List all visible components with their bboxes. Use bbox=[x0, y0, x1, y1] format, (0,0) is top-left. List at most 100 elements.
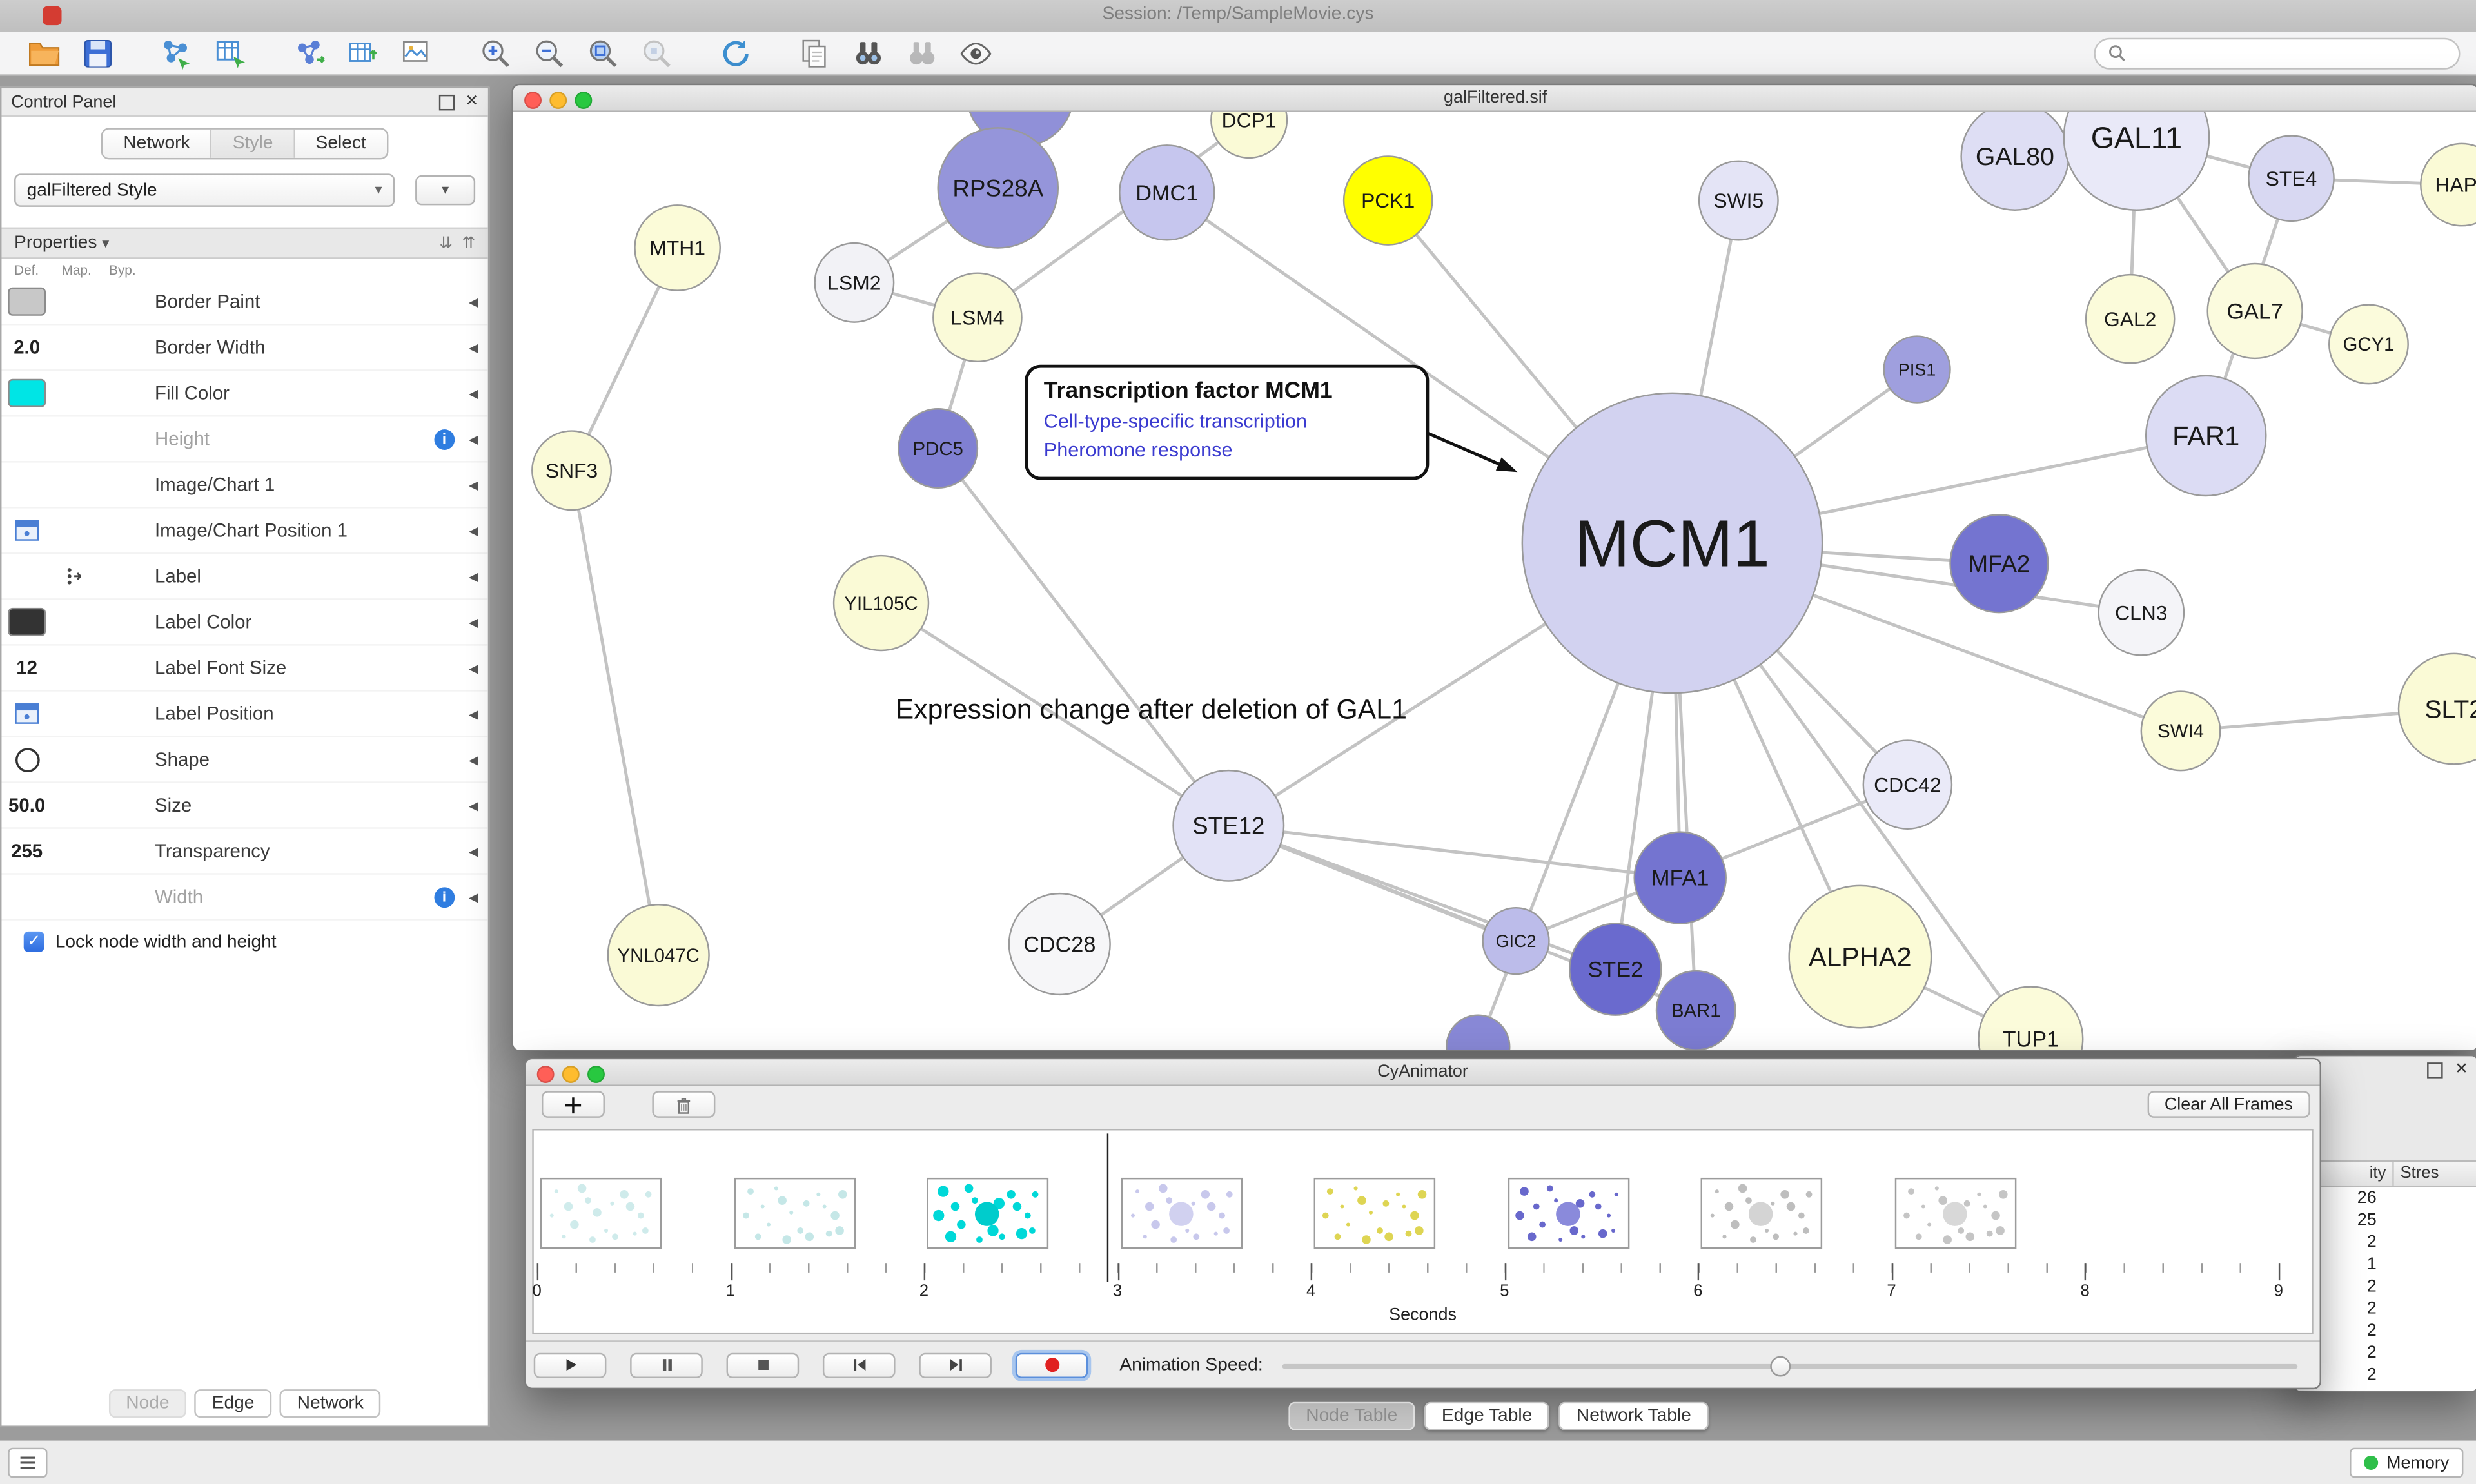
property-row-shape[interactable]: Shape◀ bbox=[1, 737, 488, 783]
export-image-icon[interactable] bbox=[398, 34, 436, 72]
play-button[interactable] bbox=[533, 1352, 607, 1378]
frame-thumbnail-6[interactable] bbox=[1508, 1177, 1629, 1249]
expand-row-icon[interactable]: ◀ bbox=[468, 523, 479, 538]
default-cell[interactable] bbox=[1, 378, 52, 407]
hide-selected-icon[interactable] bbox=[903, 34, 941, 72]
paste-icon[interactable] bbox=[796, 34, 834, 72]
network-node-swi5[interactable] bbox=[1698, 160, 1779, 241]
network-node-gcy1[interactable] bbox=[2328, 304, 2409, 385]
network-node-cdc28[interactable] bbox=[1008, 892, 1111, 996]
property-row-fill-color[interactable]: Fill Color◀ bbox=[1, 371, 488, 417]
frame-thumbnail-1[interactable] bbox=[540, 1177, 662, 1249]
network-edge[interactable] bbox=[880, 601, 1230, 827]
results-column-ity[interactable]: ity bbox=[2294, 1162, 2394, 1186]
default-cell[interactable]: 2.0 bbox=[1, 337, 52, 358]
results-row[interactable]: 2 bbox=[2294, 1231, 2476, 1253]
skip-end-button[interactable] bbox=[919, 1352, 992, 1378]
tab-select[interactable]: Select bbox=[295, 129, 387, 158]
frame-thumbnail-2[interactable] bbox=[733, 1177, 856, 1249]
network-node-slt2[interactable] bbox=[2397, 652, 2476, 765]
annotation-link[interactable]: Pheromone response bbox=[1043, 438, 1233, 461]
results-row[interactable]: 2 bbox=[2294, 1276, 2476, 1298]
cyanimator-titlebar[interactable]: CyAnimator bbox=[526, 1059, 2320, 1086]
network-node-alpha2[interactable] bbox=[1788, 884, 1932, 1029]
info-icon[interactable]: i bbox=[434, 886, 455, 907]
memory-button[interactable]: Memory bbox=[2350, 1447, 2464, 1478]
expand-row-icon[interactable]: ◀ bbox=[468, 386, 479, 400]
search-box[interactable] bbox=[2094, 37, 2461, 70]
clear-all-frames-button[interactable]: Clear All Frames bbox=[2147, 1091, 2310, 1118]
results-row[interactable]: 2 bbox=[2294, 1364, 2476, 1386]
frame-thumbnail-3[interactable] bbox=[927, 1177, 1049, 1249]
zoom-fit-icon[interactable] bbox=[584, 34, 622, 72]
skip-start-button[interactable] bbox=[822, 1352, 896, 1378]
frame-thumbnail-8[interactable] bbox=[1894, 1177, 2016, 1249]
results-row[interactable]: 2 bbox=[2294, 1298, 2476, 1320]
frame-thumbnail-4[interactable] bbox=[1120, 1177, 1243, 1249]
color-swatch[interactable] bbox=[8, 607, 46, 636]
property-row-border-paint[interactable]: Border Paint◀ bbox=[1, 279, 488, 326]
refresh-icon[interactable] bbox=[717, 34, 755, 72]
expand-row-icon[interactable]: ◀ bbox=[468, 660, 479, 675]
expand-row-icon[interactable]: ◀ bbox=[468, 706, 479, 721]
tab-style[interactable]: Style bbox=[211, 129, 295, 158]
network-node-yil105c[interactable] bbox=[832, 554, 930, 652]
color-swatch[interactable] bbox=[8, 287, 46, 316]
network-node-mfa2[interactable] bbox=[1949, 514, 2049, 614]
default-cell[interactable]: 50.0 bbox=[1, 794, 52, 816]
network-node-mcm1[interactable] bbox=[1521, 392, 1823, 694]
results-row[interactable]: 2 bbox=[2294, 1320, 2476, 1342]
properties-header[interactable]: Properties ▾ ⇊ ⇈ bbox=[1, 227, 488, 259]
panel-float-icon[interactable] bbox=[438, 93, 455, 110]
network-node-cln3[interactable] bbox=[2098, 569, 2185, 656]
window-minimize-button[interactable] bbox=[549, 92, 567, 109]
expand-row-icon[interactable]: ◀ bbox=[468, 294, 479, 309]
network-node-rps28a[interactable] bbox=[937, 127, 1059, 249]
expand-all-icon[interactable]: ⇈ bbox=[462, 234, 476, 252]
tab-network[interactable]: Network bbox=[103, 129, 212, 158]
panel-close-icon[interactable]: ✕ bbox=[2455, 1060, 2468, 1079]
playhead[interactable] bbox=[1106, 1133, 1109, 1282]
network-node-mfa1[interactable] bbox=[1633, 831, 1727, 924]
record-button[interactable] bbox=[1015, 1352, 1088, 1378]
expand-row-icon[interactable]: ◀ bbox=[468, 477, 479, 492]
window-minimize-button[interactable] bbox=[562, 1066, 580, 1084]
panel-toggle-button[interactable] bbox=[8, 1447, 48, 1478]
search-input[interactable] bbox=[2135, 43, 2446, 65]
collapse-all-icon[interactable]: ⇊ bbox=[439, 234, 453, 252]
results-column-stres[interactable]: Stres bbox=[2394, 1162, 2476, 1186]
network-edge[interactable] bbox=[570, 470, 660, 956]
animation-speed-slider[interactable] bbox=[1282, 1352, 2298, 1378]
style-selector[interactable]: galFiltered Style ▾ bbox=[14, 173, 395, 207]
default-cell[interactable] bbox=[1, 607, 52, 636]
network-node-hap4[interactable] bbox=[2420, 142, 2476, 227]
network-edge[interactable] bbox=[1228, 824, 1680, 880]
tab-node-table[interactable]: Node Table bbox=[1288, 1401, 1415, 1430]
tab-node[interactable]: Node bbox=[108, 1389, 187, 1418]
annotation-link[interactable]: Cell-type-specific transcription bbox=[1043, 410, 1308, 433]
panel-close-icon[interactable]: ✕ bbox=[465, 92, 479, 110]
network-node-gic2[interactable] bbox=[1482, 906, 1550, 975]
zoom-in-icon[interactable] bbox=[477, 34, 515, 72]
expand-row-icon[interactable]: ◀ bbox=[468, 431, 479, 446]
expand-row-icon[interactable]: ◀ bbox=[468, 843, 479, 859]
mapping-icon[interactable] bbox=[52, 565, 99, 587]
network-node-far1[interactable] bbox=[2145, 375, 2267, 497]
window-close-button[interactable] bbox=[536, 1066, 555, 1084]
expand-row-icon[interactable]: ◀ bbox=[468, 614, 479, 629]
expand-row-icon[interactable]: ◀ bbox=[468, 797, 479, 813]
network-node-ynl047c[interactable] bbox=[607, 904, 710, 1007]
network-node-cdc42[interactable] bbox=[1862, 739, 1953, 830]
frame-thumbnail-5[interactable] bbox=[1314, 1177, 1436, 1249]
ellipse-icon[interactable] bbox=[1, 746, 52, 773]
network-node-swi4[interactable] bbox=[2140, 690, 2221, 772]
pause-button[interactable] bbox=[630, 1352, 703, 1378]
default-cell[interactable]: 255 bbox=[1, 840, 52, 862]
first-neighbors-icon[interactable] bbox=[850, 34, 888, 72]
results-row[interactable]: 2 bbox=[2294, 1342, 2476, 1364]
